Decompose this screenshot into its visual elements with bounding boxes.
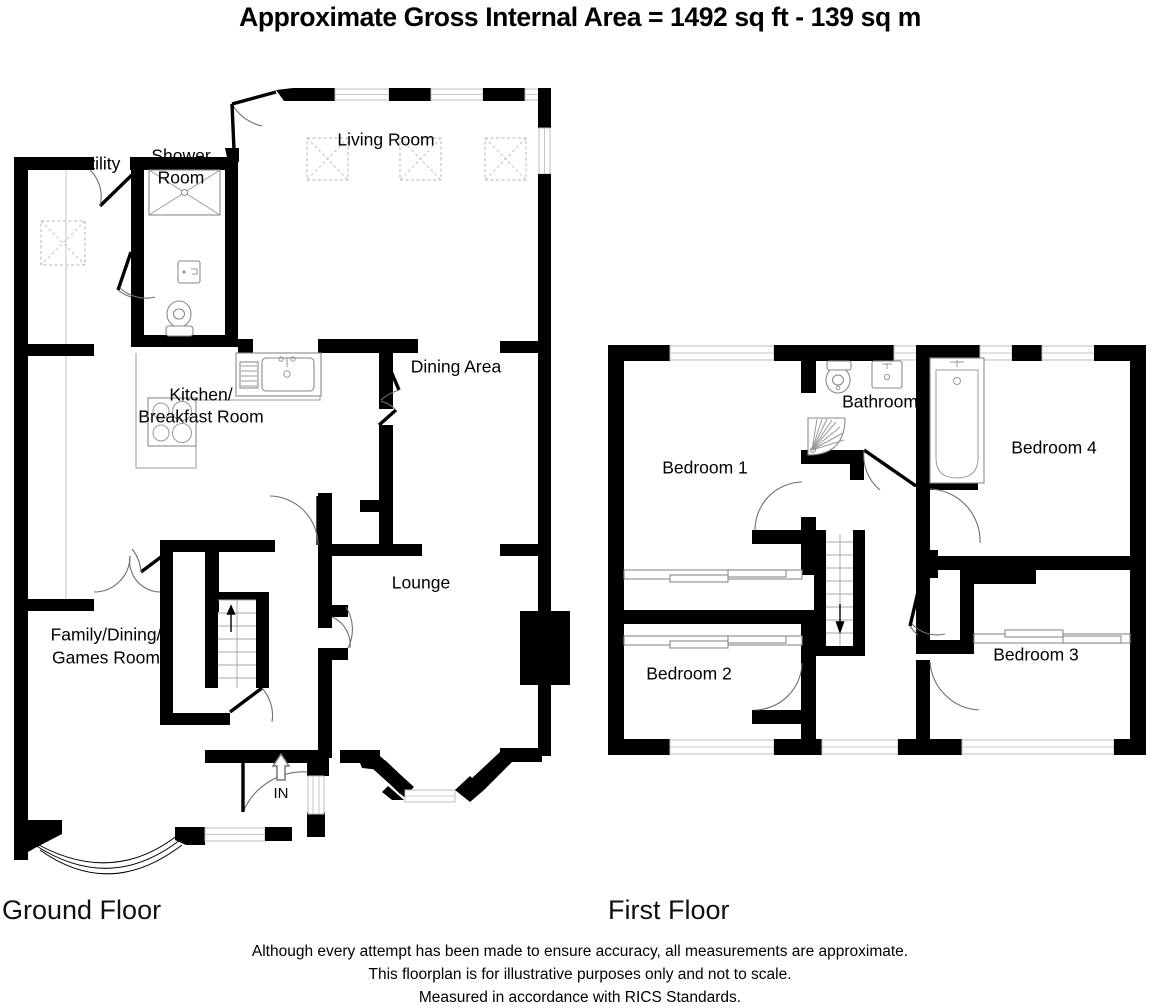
ground-floor-fixtures (40, 137, 527, 688)
room-label-shower-room-line2: Room (158, 168, 205, 188)
first-floor-caption: First Floor (608, 895, 730, 925)
room-label-lounge: Lounge (392, 573, 450, 593)
room-label-utility: Utility (78, 154, 121, 174)
room-label-bedroom-2: Bedroom 2 (646, 664, 732, 684)
disclaimer: Although every attempt has been made to … (0, 940, 1160, 1008)
first-floor-walls (608, 345, 1146, 755)
room-label-dining-area: Dining Area (411, 357, 502, 377)
room-label-bathroom: Bathroom (842, 392, 918, 412)
skylight-icons (306, 137, 527, 181)
fireplace (520, 611, 570, 685)
sink-icon (239, 356, 315, 392)
disclaimer-line-3: Measured in accordance with RICS Standar… (418, 989, 742, 1006)
room-label-bedroom-1: Bedroom 1 (662, 458, 748, 478)
stairs-up (218, 599, 256, 688)
room-label-kitchen-line2: Breakfast Room (138, 407, 263, 427)
wardrobe-bedroom-1 (623, 569, 803, 583)
shower-cubicle-icon (807, 417, 846, 456)
basin-icon (871, 360, 903, 389)
toilet-icon (825, 360, 852, 394)
room-label-kitchen-line1: Kitchen/ (169, 385, 232, 405)
room-label-bedroom-3: Bedroom 3 (993, 645, 1079, 665)
entrance-label: IN (274, 785, 289, 802)
page-title: Approximate Gross Internal Area = 1492 s… (239, 2, 921, 32)
room-label-family-line2: Games Room (52, 648, 160, 668)
room-label-shower-room-line1: Shower (151, 146, 211, 166)
kitchen-units (135, 352, 322, 469)
bath-icon (929, 357, 985, 484)
room-label-bedroom-4: Bedroom 4 (1011, 438, 1097, 458)
ground-floor-plan: Utility Shower Room Living Room Kitchen/… (14, 88, 570, 875)
ground-floor-caption: Ground Floor (2, 895, 162, 925)
wardrobe-bedroom-3 (973, 629, 1131, 644)
shower-tray-icon (148, 169, 221, 216)
wardrobe-bedroom-2 (623, 635, 803, 649)
ground-floor-walls (14, 88, 570, 875)
first-floor-fixtures (623, 357, 1131, 649)
disclaimer-line-1: Although every attempt has been made to … (251, 943, 909, 960)
first-floor-plan: Bedroom 1 Bedroom 2 Bedroom 3 Bedroom 4 … (608, 345, 1146, 755)
toilet-icon (165, 300, 194, 337)
room-label-living-room: Living Room (337, 130, 434, 150)
hob-icon (147, 397, 197, 447)
ground-floor-doors (89, 90, 401, 813)
disclaimer-line-2: This floorplan is for illustrative purpo… (368, 966, 792, 983)
room-label-family-line1: Family/Dining/ (51, 625, 162, 645)
stairs-down (826, 534, 853, 646)
utility-appliance-icon (40, 220, 86, 266)
first-floor-doors (754, 448, 981, 711)
entrance-marker: IN (271, 752, 291, 802)
basin-icon (177, 260, 201, 284)
